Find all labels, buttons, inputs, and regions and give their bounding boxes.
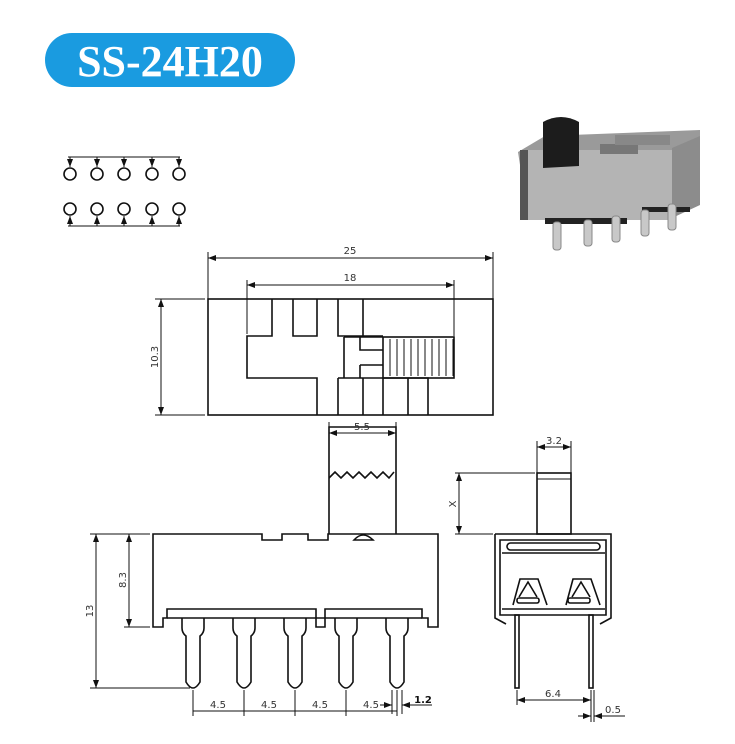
pin-schematic (63, 156, 186, 227)
dim-total-height: 13 (85, 605, 96, 618)
terminal-bottom (172, 202, 186, 216)
dim-pitch-2: 4.5 (261, 700, 277, 711)
pin (334, 618, 358, 689)
dim-pin-thickness: 0.5 (605, 705, 621, 716)
dim-end-actuator-width: 3.2 (546, 436, 562, 447)
terminal-top (117, 167, 131, 181)
title-badge: SS-24H20 (45, 33, 295, 87)
pin (385, 618, 409, 689)
dim-actuator-height: X (448, 500, 459, 507)
dim-actuator-width: 5.5 (354, 422, 370, 433)
terminal-bottom (90, 202, 104, 216)
terminal-bottom (63, 202, 77, 216)
terminal-top (172, 167, 186, 181)
product-photo (518, 117, 700, 251)
pin (283, 618, 307, 689)
end-view: 3.2 X 6.4 0.5 (448, 436, 625, 722)
dim-pitch-4: 4.5 (363, 700, 379, 711)
top-view: 25 18 10.3 (150, 246, 494, 416)
dim-pin-width: 1.2 (414, 695, 432, 706)
side-view: 5.5 13 8.3 4.5 4.5 4.5 4.5 1.2 (85, 422, 439, 716)
dim-width-total: 25 (344, 246, 357, 257)
dim-pin-spacing: 6.4 (545, 689, 561, 700)
terminal-top (145, 167, 159, 181)
dim-pitch-3: 4.5 (312, 700, 328, 711)
model-title: SS-24H20 (77, 37, 263, 86)
terminal-bottom (145, 202, 159, 216)
dim-width-inner: 18 (344, 273, 357, 284)
terminal-bottom (117, 202, 131, 216)
pin (181, 618, 205, 689)
terminal-top (63, 167, 77, 181)
terminal-top (90, 167, 104, 181)
dim-body-height: 8.3 (118, 572, 129, 588)
dim-height: 10.3 (150, 346, 161, 368)
pin (232, 618, 256, 689)
dim-pitch-1: 4.5 (210, 700, 226, 711)
